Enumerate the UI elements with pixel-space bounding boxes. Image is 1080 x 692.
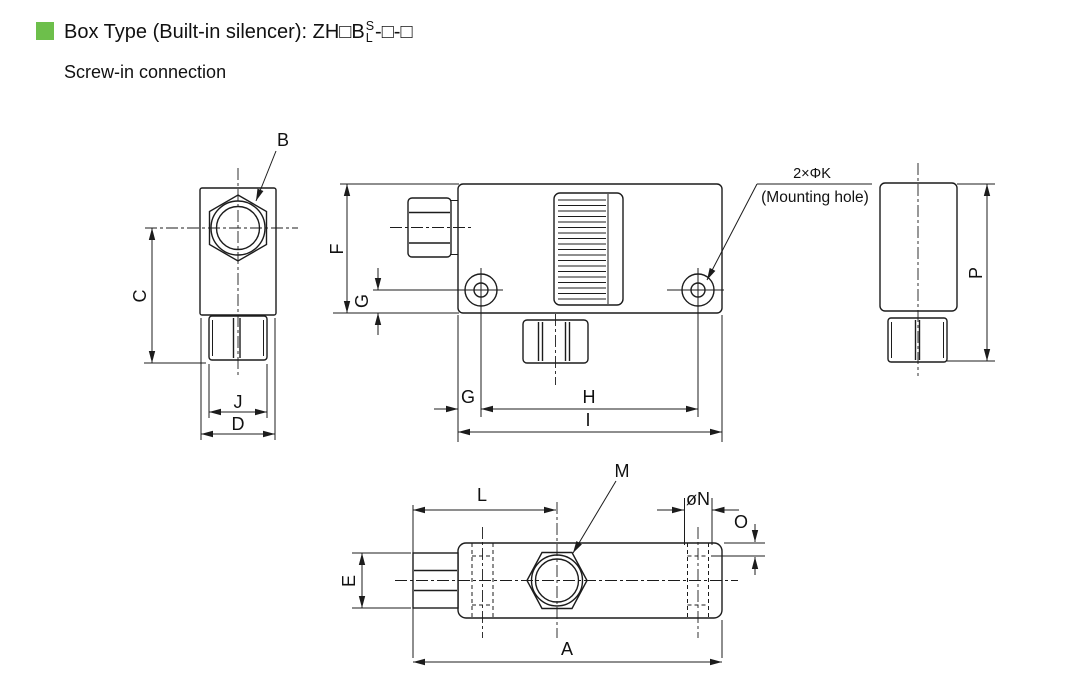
hex-nut-facet-lines	[914, 320, 921, 360]
silencer-rib-lines	[558, 199, 606, 300]
dim-label-f: F	[327, 244, 347, 255]
body-edge-extension-lines	[457, 315, 723, 442]
body-outline	[879, 182, 958, 312]
bottom-hex-nut-facets	[537, 322, 571, 361]
title-prefix: Box Type (Built-in silencer): ZH□B	[64, 21, 365, 43]
dim-label-m: M	[615, 461, 630, 481]
hex-nut-edge-lines	[212, 320, 264, 356]
title-sub: L	[365, 31, 373, 45]
dim-label-e: E	[339, 575, 359, 587]
right-side-view: P	[879, 163, 995, 376]
dim-label-a: A	[561, 639, 573, 659]
hex-nut-edge-lines	[891, 322, 944, 358]
mounting-hole-note-line1: 2×ΦK	[793, 166, 831, 182]
subtitle: Screw-in connection	[64, 62, 227, 82]
title-sup: S	[365, 19, 375, 33]
dim-label-h: H	[583, 387, 596, 407]
dim-label-b: B	[277, 130, 289, 150]
hole-crosshair-verticals	[480, 268, 699, 417]
leader-b	[255, 150, 277, 202]
title-suffix: -□-□	[375, 21, 413, 43]
dim-label-g-vertical: G	[352, 294, 372, 308]
dim-label-l: L	[477, 485, 487, 505]
green-bullet-icon	[36, 22, 54, 40]
hidden-hole-right	[687, 543, 709, 618]
port-hex	[526, 551, 588, 610]
dim-label-o: O	[734, 512, 748, 532]
dim-label-c: C	[130, 290, 150, 303]
o-extension-lines	[711, 542, 765, 557]
dim-label-g-horizontal: G	[461, 387, 475, 407]
dim-label-p: P	[966, 267, 986, 279]
f-extension-lines	[333, 183, 459, 314]
hex-nut-side	[887, 317, 948, 363]
hidden-hole-left	[471, 543, 494, 618]
hex-nut-facet-lines	[232, 318, 241, 358]
bottom-view: L M øN O E A	[339, 461, 765, 666]
dim-label-d: D	[232, 414, 245, 434]
hex-nut-facet-lines	[414, 569, 457, 592]
left-side-view: C B J D	[130, 130, 298, 440]
leader-mounting-hole	[706, 183, 758, 281]
left-hex-nut-facets	[409, 211, 450, 244]
mounting-hole-note-line2: (Mounting hole)	[761, 189, 869, 206]
dim-label-j: J	[234, 392, 243, 412]
dim-label-n: øN	[686, 489, 710, 509]
front-view: F G G H I 2×ΦK (Mounting hole)	[327, 166, 872, 442]
leader-m	[572, 480, 617, 554]
dim-label-i: I	[585, 410, 590, 430]
n-extension-lines	[684, 498, 713, 545]
d-extension-lines	[200, 318, 276, 440]
